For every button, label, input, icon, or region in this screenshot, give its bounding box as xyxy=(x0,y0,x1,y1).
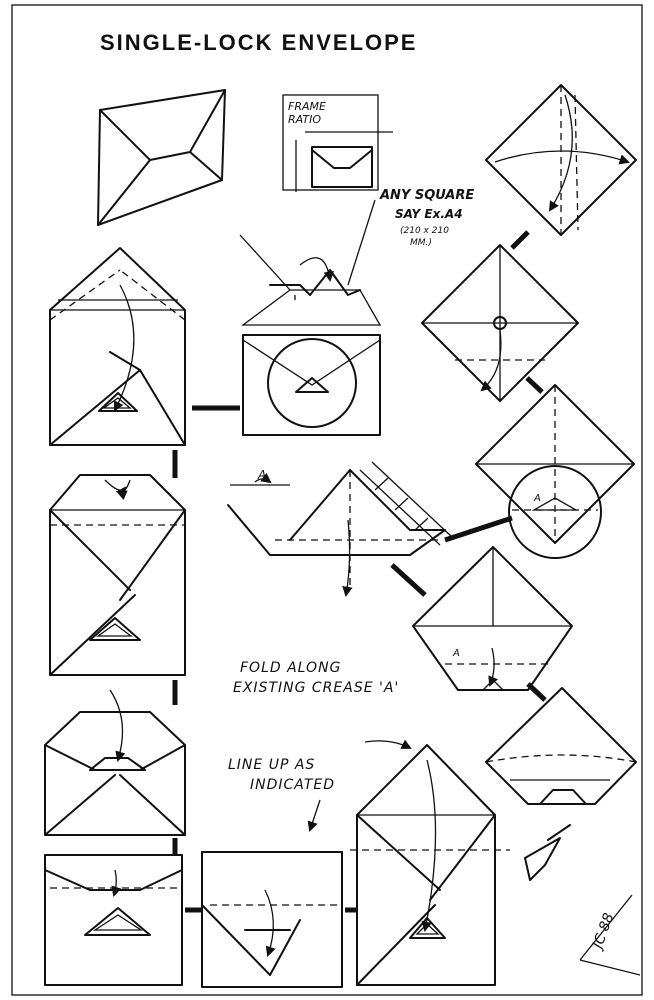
square-mm-unit: MM.) xyxy=(410,238,432,248)
connector xyxy=(390,563,427,597)
step-5-triangle xyxy=(412,546,573,691)
signature-corner xyxy=(579,894,641,976)
step-3-diamond xyxy=(475,384,635,559)
bottom-step-g xyxy=(350,744,510,986)
frame-ratio-label: FRAME RATIO xyxy=(288,100,326,126)
step-6-triangle xyxy=(485,687,637,805)
lineup-note-line-1: LINE UP AS xyxy=(228,757,316,773)
any-square-label: ANY SQUARE xyxy=(380,188,475,203)
step-1-diamond xyxy=(485,84,637,236)
crease-a-label: A xyxy=(258,468,267,482)
left-step-c xyxy=(49,474,186,676)
middle-step-b xyxy=(239,199,382,436)
fold-note-line-1: FOLD ALONG xyxy=(240,660,342,676)
connector xyxy=(444,515,513,543)
lineup-note-line-2: INDICATED xyxy=(250,777,336,793)
connector xyxy=(525,376,544,394)
diagram-title: SINGLE-LOCK ENVELOPE xyxy=(100,30,418,55)
left-step-a xyxy=(49,247,186,446)
square-size-label: SAY Ex.A4 xyxy=(395,207,463,221)
bottom-step-e xyxy=(44,854,183,986)
page-border xyxy=(11,4,643,996)
bottom-step-f xyxy=(201,851,343,988)
connector xyxy=(526,682,547,702)
connector xyxy=(510,230,530,250)
frame-ratio-box xyxy=(282,94,393,192)
finished-envelope-illustration xyxy=(97,89,226,226)
step-2-diamond xyxy=(421,244,579,402)
lineup-arrow-2 xyxy=(307,799,321,832)
square-mm-label: (210 x 210 xyxy=(400,226,449,236)
fold-note-line-2: EXISTING CREASE 'A' xyxy=(233,680,400,696)
crease-a-label-2: A xyxy=(453,648,460,659)
step-4-side-view xyxy=(227,461,453,598)
lineup-arrow xyxy=(364,739,412,749)
left-step-d xyxy=(44,689,186,836)
crease-a-label-3: A xyxy=(534,493,541,504)
turn-over-arrow xyxy=(524,824,571,881)
